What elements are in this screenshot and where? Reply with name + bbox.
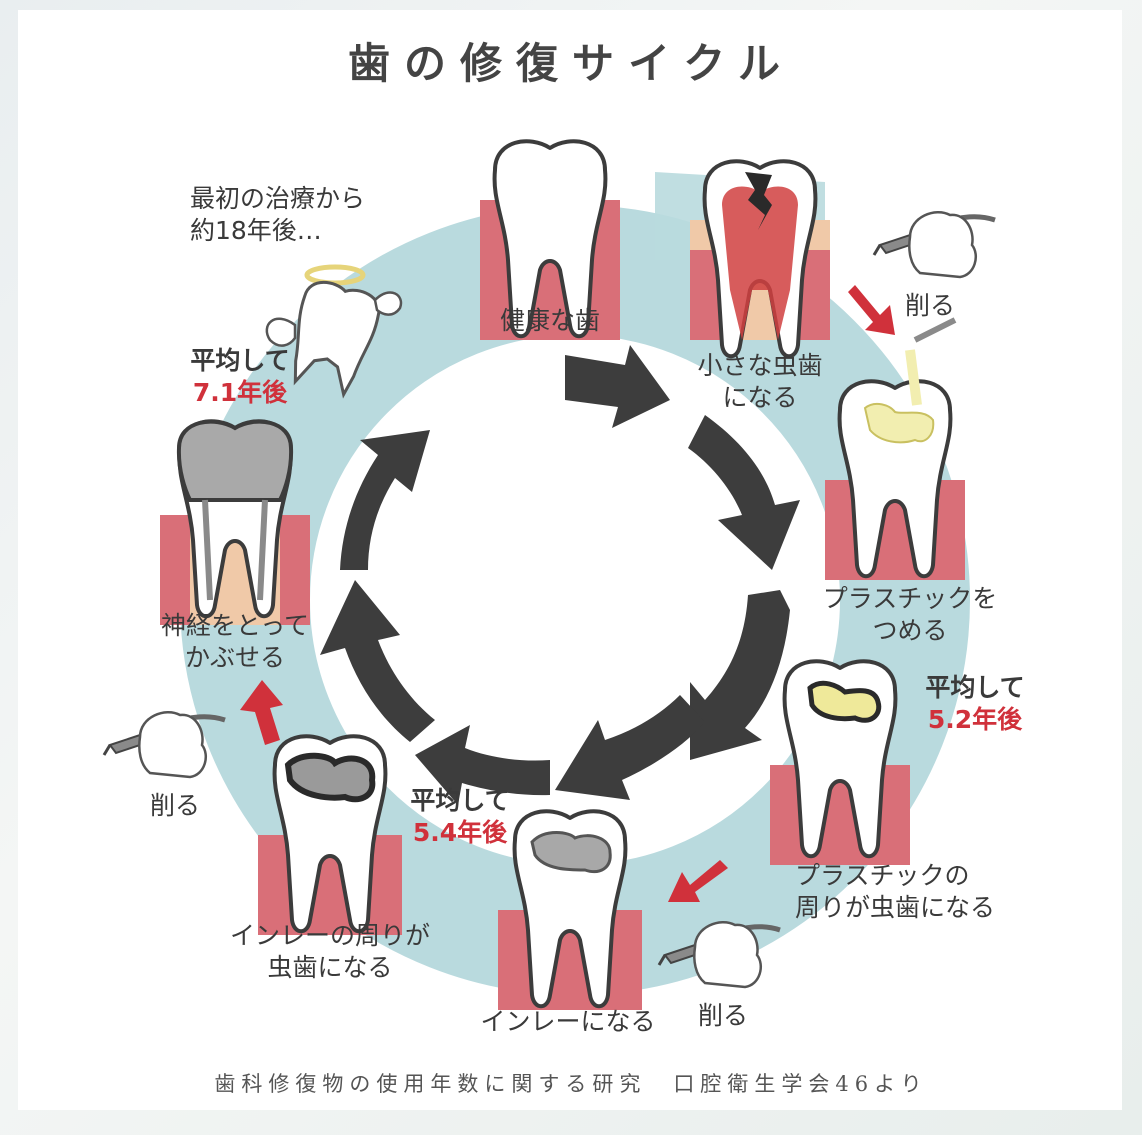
duration-crown-line1: 平均して bbox=[190, 346, 290, 375]
tooth-icon bbox=[480, 139, 620, 340]
tooth-icon bbox=[258, 734, 402, 935]
stage-plastic-decay-label: プラスチックの 周りが虫歯になる bbox=[795, 860, 995, 924]
stage-inlay-label: インレーになる bbox=[480, 1007, 656, 1036]
stage-plastic-decay-line1: プラスチックの bbox=[795, 861, 970, 890]
duration-inlay-line1: 平均して bbox=[410, 786, 510, 815]
duration-crown: 平均して 7.1年後 bbox=[175, 345, 305, 409]
stage-plastic-fill-label: プラスチックを つめる bbox=[805, 583, 1015, 647]
duration-crown-value: 7.1年後 bbox=[192, 378, 288, 407]
tooth-icon bbox=[825, 317, 965, 580]
red-arrow-icon bbox=[848, 285, 895, 335]
tooth-icon bbox=[160, 419, 310, 625]
stage-small-cavity-line1: 小さな虫歯 bbox=[697, 351, 823, 380]
drill-label-top-right: 削る bbox=[905, 291, 956, 320]
stage-plastic-fill-line2: つめる bbox=[872, 616, 948, 645]
end-note-line1: 最初の治療から bbox=[190, 184, 366, 213]
drill-label-bottom-right: 削る bbox=[698, 1001, 749, 1030]
duration-plastic-line1: 平均して bbox=[925, 673, 1025, 702]
end-note: 最初の治療から 約18年後… bbox=[190, 183, 365, 247]
angel-tooth-icon bbox=[265, 264, 403, 399]
duration-plastic: 平均して 5.2年後 bbox=[910, 672, 1040, 736]
tooth-icon bbox=[770, 659, 910, 865]
red-arrow-icon bbox=[240, 680, 283, 745]
stage-crown-line1: 神経をとって bbox=[160, 611, 309, 640]
stage-plastic-fill-line1: プラスチックを bbox=[822, 584, 998, 613]
tooth-icon bbox=[690, 159, 830, 359]
stage-healthy-label: 健康な歯 bbox=[499, 306, 600, 335]
red-arrow-icon bbox=[668, 860, 728, 902]
end-note-line2: 約18年後… bbox=[190, 216, 322, 245]
stage-small-cavity-line2: になる bbox=[722, 383, 798, 412]
stage-crown-label: 神経をとって かぶせる bbox=[140, 610, 330, 674]
source-citation: 歯科修復物の使用年数に関する研究 口腔衛生学会46より bbox=[214, 1072, 928, 1096]
stage-inlay-decay-line1: インレーの周りが bbox=[229, 921, 430, 950]
stage-inlay-decay-line2: 虫歯になる bbox=[267, 953, 393, 982]
stage-plastic-decay-line2: 周りが虫歯になる bbox=[795, 893, 996, 922]
tooth-icon bbox=[498, 809, 642, 1010]
stage-inlay-decay-label: インレーの周りが 虫歯になる bbox=[205, 920, 455, 984]
page-title: 歯の修復サイクル bbox=[348, 39, 794, 88]
duration-inlay-value: 5.4年後 bbox=[412, 818, 508, 847]
stage-small-cavity-label: 小さな虫歯 になる bbox=[680, 350, 840, 414]
cycle-arrow-icon bbox=[320, 345, 800, 805]
duration-inlay: 平均して 5.4年後 bbox=[395, 785, 525, 849]
stage-crown-line2: かぶせる bbox=[184, 643, 285, 672]
drill-hand-icon bbox=[874, 212, 995, 277]
duration-plastic-value: 5.2年後 bbox=[927, 705, 1023, 734]
drill-label-left: 削る bbox=[150, 791, 201, 820]
